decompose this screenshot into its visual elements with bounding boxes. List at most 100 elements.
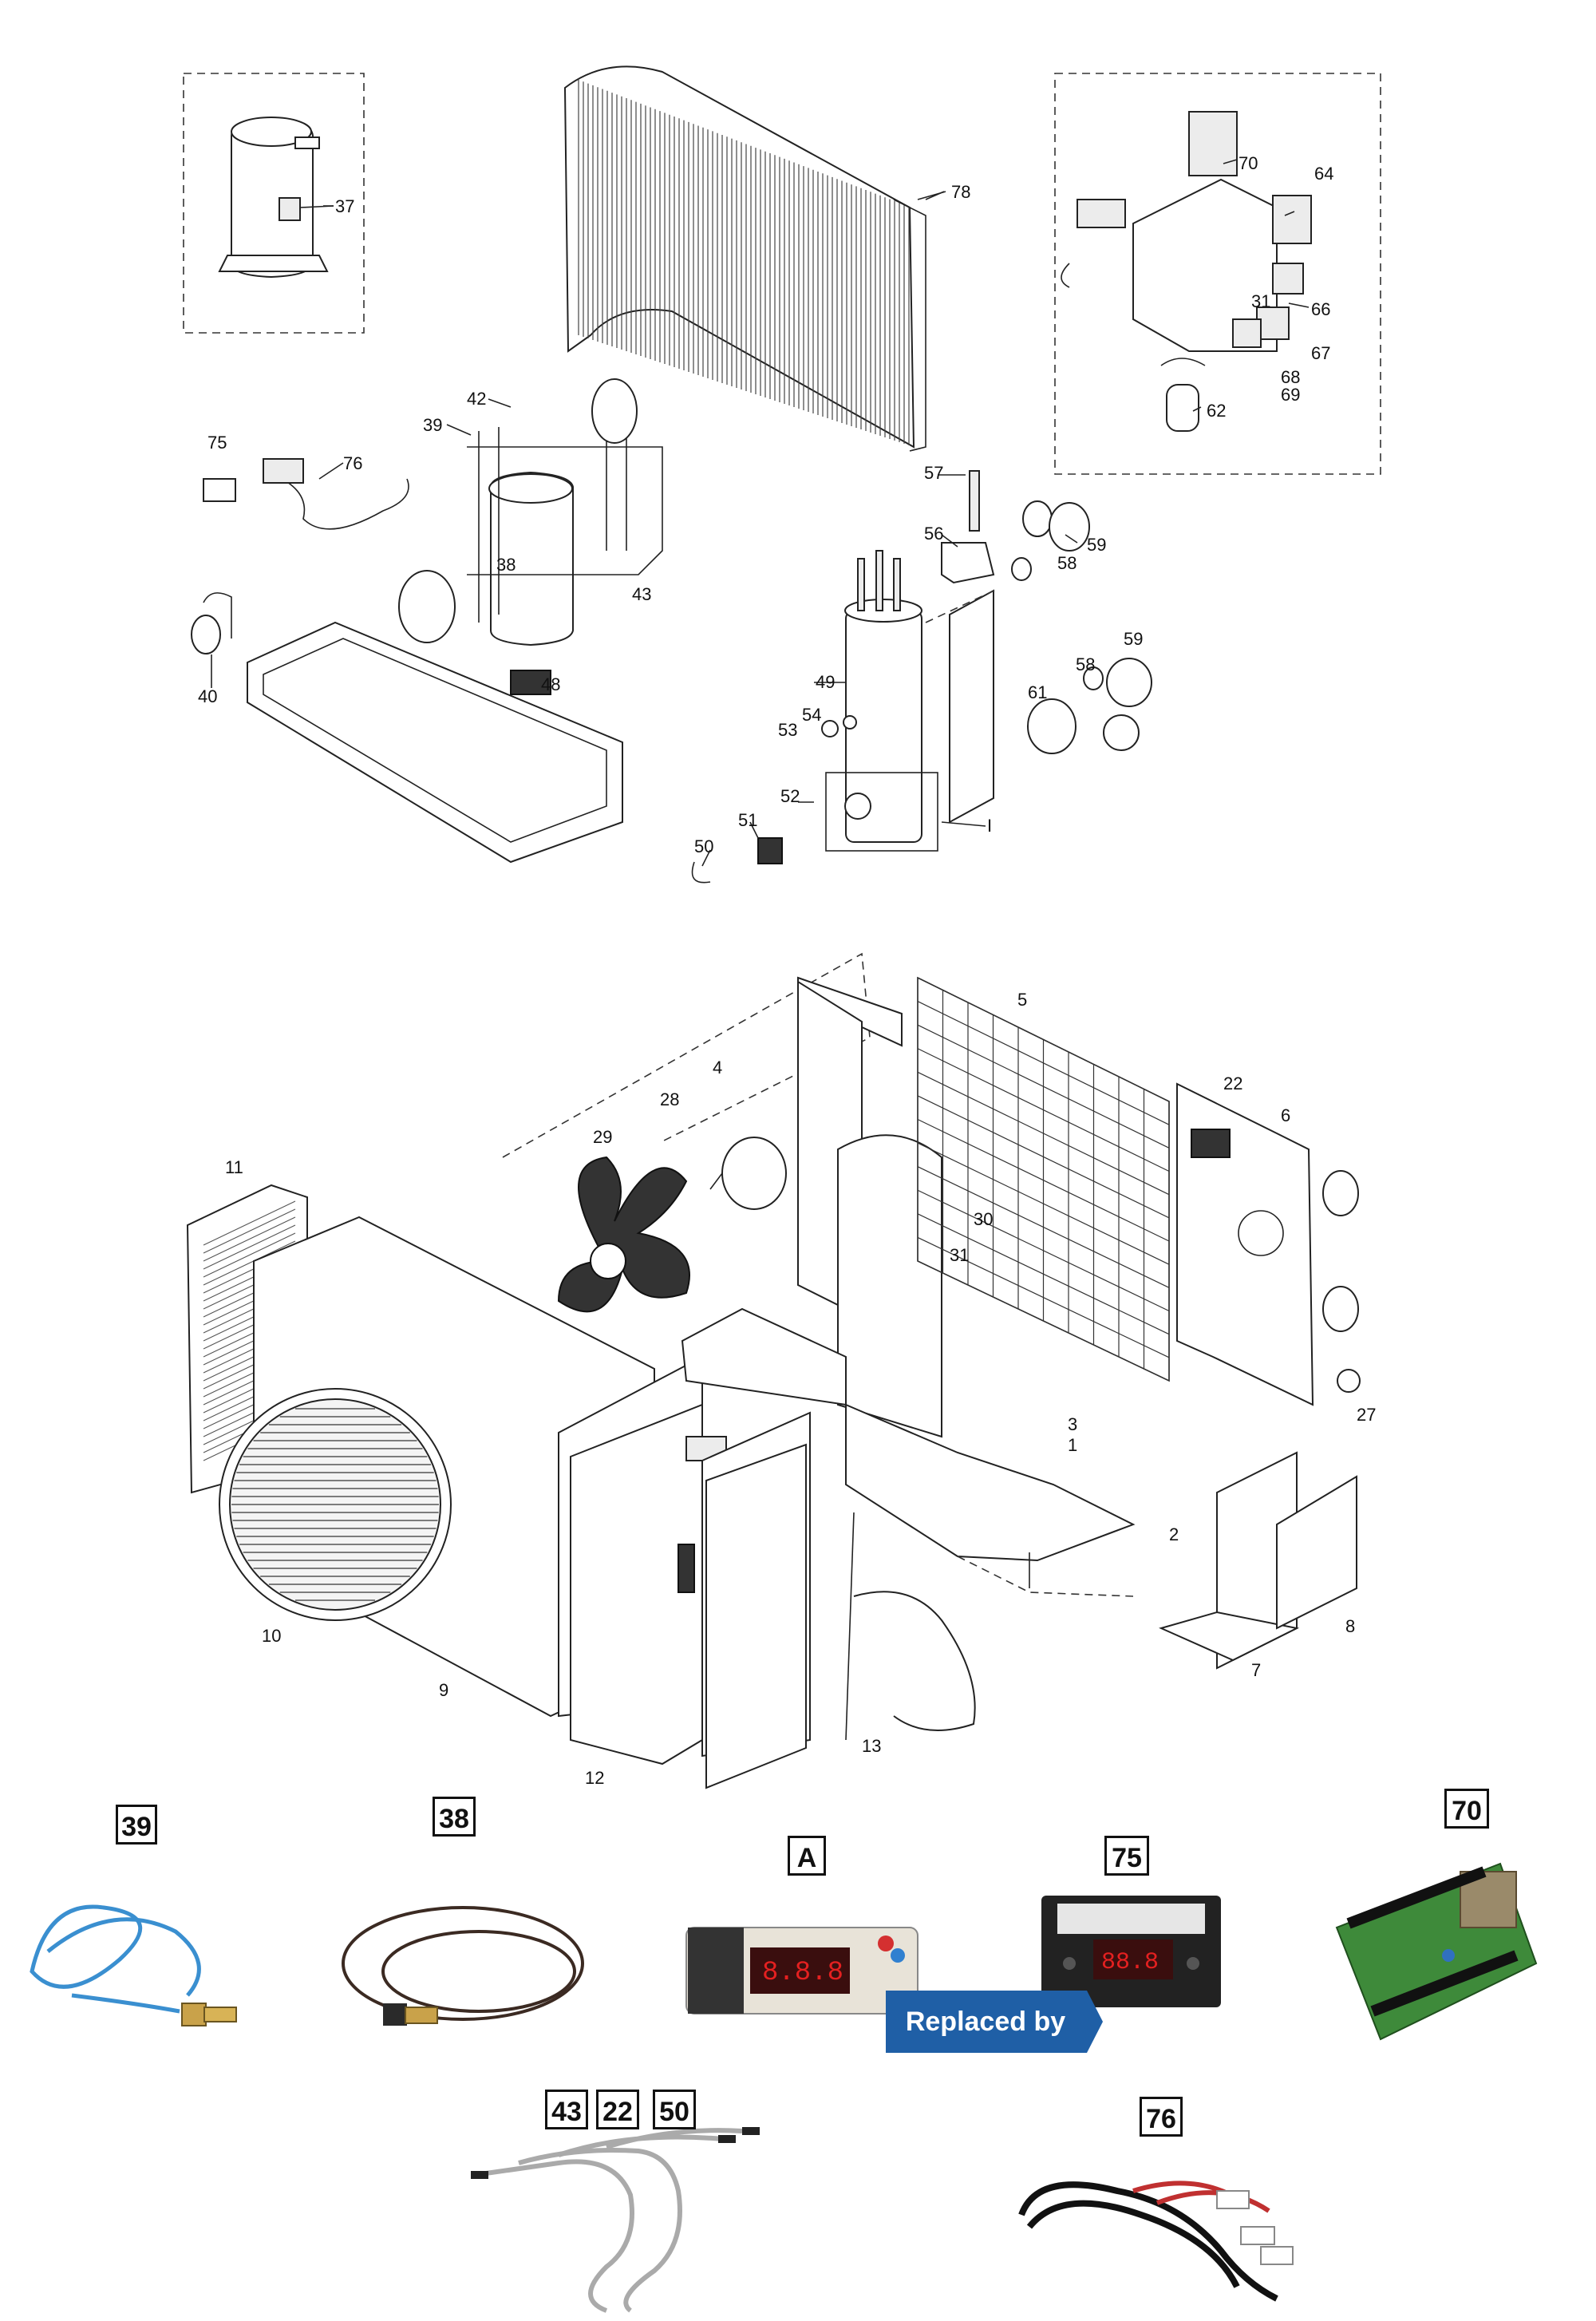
condenser-coil	[563, 65, 946, 452]
drawing-stroke	[203, 1240, 296, 1286]
callout-59: 59	[1087, 535, 1106, 555]
heat-exchanger	[691, 550, 938, 884]
part-label-39: 39	[116, 1805, 157, 1845]
replaced-by-badge: Replaced by	[905, 2007, 1066, 2037]
callout-7: 7	[1251, 1660, 1261, 1680]
callout-43: 43	[632, 584, 651, 604]
callout-54: 54	[802, 705, 821, 725]
drawing-stroke	[203, 1208, 296, 1254]
callout-10: 10	[262, 1626, 281, 1646]
callout-69: 69	[1281, 385, 1300, 405]
drawing-stroke	[917, 1260, 1170, 1382]
drawing-stroke	[917, 1071, 1170, 1196]
drawing-stroke	[917, 1024, 1170, 1149]
rear-panel	[1176, 1082, 1361, 1406]
callout-11: 11	[225, 1157, 243, 1177]
callout-I: I	[987, 816, 992, 836]
callouts-top: 37 78 70 64 31 66 67 68 69 62 42 39 75 7…	[198, 153, 1333, 856]
part-label-70: 70	[1444, 1789, 1489, 1829]
callout-61: 61	[1028, 682, 1047, 702]
callout-78: 78	[951, 182, 970, 202]
svg-text:8.8.8: 8.8.8	[762, 1958, 843, 1988]
drawing-stroke	[203, 1232, 296, 1278]
part-label-22: 22	[596, 2090, 639, 2129]
access-cover	[705, 1443, 976, 1789]
callout-37: 37	[335, 196, 354, 216]
callout-38: 38	[496, 555, 516, 575]
part-A-controller: 8.8.8 set	[685, 1927, 918, 2015]
callout-12: 12	[585, 1768, 604, 1788]
callout-58b: 58	[1076, 654, 1095, 674]
callout-4: 4	[713, 1058, 722, 1077]
callout-31b: 31	[950, 1245, 969, 1265]
drawing-stroke	[203, 1224, 296, 1270]
drawing-stroke	[917, 1142, 1170, 1265]
callout-76: 76	[343, 453, 362, 473]
callout-3: 3	[1068, 1414, 1077, 1434]
part-75-controller: 88.8	[1041, 1896, 1221, 2007]
callout-8: 8	[1345, 1616, 1355, 1636]
drawing-stroke	[917, 1095, 1170, 1219]
drawing-stroke	[917, 1048, 1170, 1172]
harness-top	[203, 458, 409, 530]
drawing-stroke	[203, 1216, 296, 1262]
callout-51: 51	[738, 810, 757, 830]
wire-guard	[917, 976, 1170, 1382]
part-70-pcb	[1335, 1862, 1538, 2041]
part-39-pressure-switch	[30, 1904, 237, 2026]
callout-67: 67	[1311, 343, 1330, 363]
callout-28: 28	[660, 1089, 679, 1109]
base-tray-bottom	[681, 1307, 1136, 1597]
callout-53: 53	[778, 720, 797, 740]
callout-13: 13	[862, 1736, 881, 1756]
drawing-stroke	[917, 1213, 1170, 1335]
base-tray-top	[191, 592, 623, 864]
part-label-38: 38	[433, 1797, 476, 1837]
callout-29: 29	[593, 1127, 612, 1147]
part-43-22-50-sensors	[471, 2127, 760, 2313]
callout-66: 66	[1311, 299, 1330, 319]
fan-assembly	[557, 1137, 787, 1313]
callout-39: 39	[423, 415, 442, 435]
part-label-50: 50	[653, 2090, 696, 2129]
callout-70: 70	[1238, 153, 1258, 173]
callout-48: 48	[541, 674, 560, 694]
callout-22: 22	[1223, 1074, 1242, 1093]
drawing-stroke	[917, 1118, 1170, 1242]
callout-42: 42	[467, 389, 486, 409]
part-label-43: 43	[545, 2090, 588, 2129]
replaced-badge-shape	[886, 1991, 1103, 2053]
callouts-bottom: 5 4 28 22 6 29 11 30 31 3 1 27 2 10 9 8 …	[225, 990, 1376, 1788]
callout-50: 50	[694, 836, 713, 856]
compressor-inset	[183, 73, 365, 334]
callout-1: 1	[1068, 1435, 1077, 1455]
callout-5: 5	[1017, 990, 1027, 1010]
callout-27: 27	[1357, 1405, 1376, 1425]
svg-text:88.8: 88.8	[1101, 1949, 1159, 1976]
callout-40: 40	[198, 686, 217, 706]
callout-2: 2	[1169, 1524, 1179, 1544]
callout-52: 52	[780, 786, 800, 806]
callout-75: 75	[207, 433, 227, 453]
part-label-75: 75	[1104, 1836, 1149, 1876]
callout-59b: 59	[1124, 629, 1143, 649]
callout-31: 31	[1251, 291, 1270, 311]
drawing-stroke	[917, 977, 1170, 1102]
drawing-stroke	[917, 1236, 1170, 1358]
callout-68: 68	[1281, 367, 1300, 387]
leaders-top	[211, 159, 1310, 867]
callout-9: 9	[439, 1680, 448, 1700]
callout-58: 58	[1057, 553, 1077, 573]
compressor-assembly	[398, 378, 663, 695]
callout-64: 64	[1314, 164, 1333, 184]
part-76-harness	[1018, 2181, 1294, 2302]
part-label-A: A	[788, 1836, 826, 1876]
part-label-76: 76	[1140, 2097, 1183, 2137]
callout-30: 30	[974, 1209, 993, 1229]
electrical-bracket	[1159, 1451, 1357, 1670]
drawing-stroke	[917, 1001, 1170, 1125]
callout-56: 56	[924, 524, 943, 544]
drawing-stroke	[203, 1200, 296, 1246]
drawing-stroke	[917, 1166, 1170, 1288]
